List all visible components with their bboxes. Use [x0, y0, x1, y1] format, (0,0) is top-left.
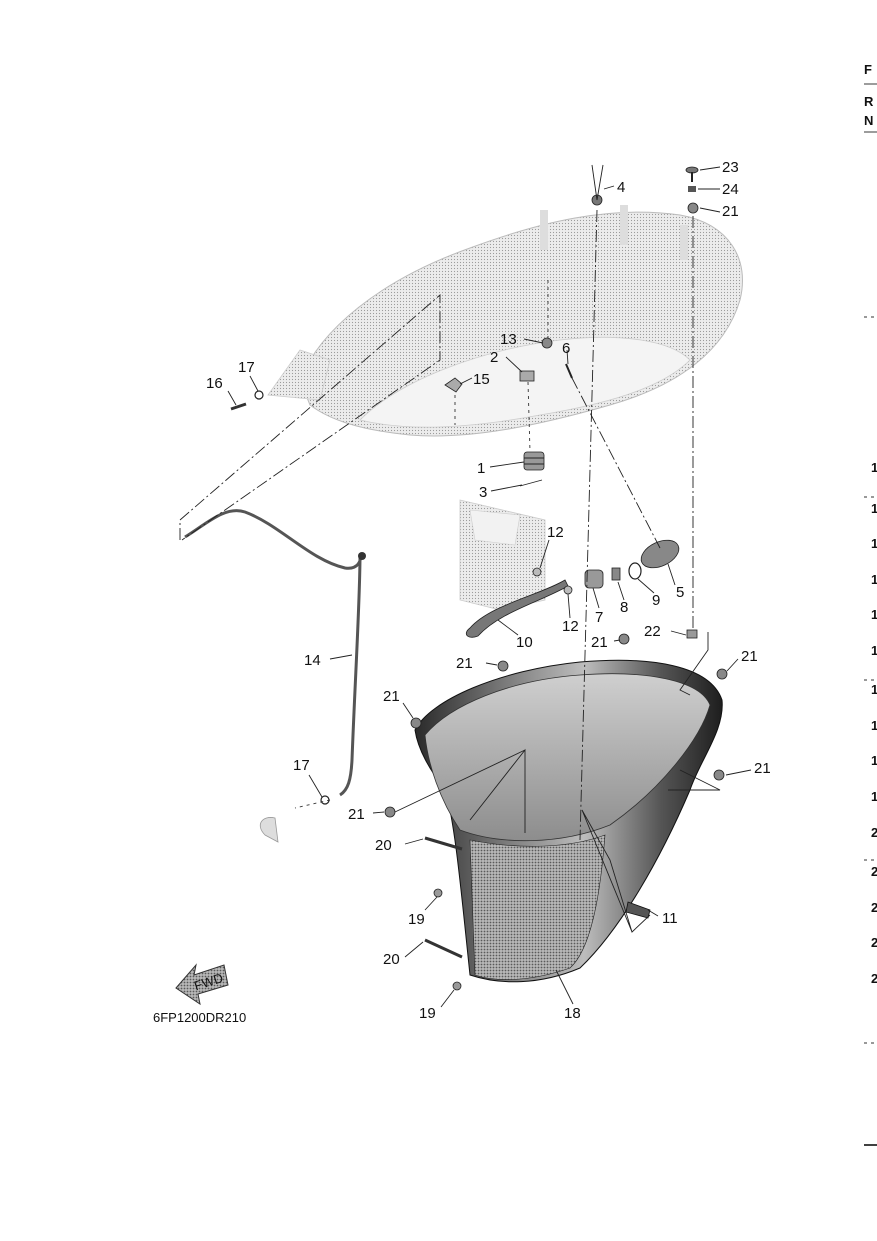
part-pin-16: [230, 402, 247, 411]
edge-row-10: 1: [871, 789, 877, 804]
callout-2: 2: [490, 349, 498, 366]
callout-3: 3: [479, 484, 487, 501]
callout-17a: 17: [238, 359, 255, 376]
part-washers-19: [433, 888, 462, 991]
callout-14: 14: [304, 652, 321, 669]
upper-cowling: [267, 205, 743, 437]
edge-row-11: 2: [871, 825, 877, 840]
part-clip-11: [625, 901, 651, 919]
guide-lines: [179, 164, 721, 933]
edge-header-f: F: [864, 62, 872, 77]
edge-row-1: 1: [871, 460, 877, 475]
part-clamp-12a: [532, 567, 542, 577]
part-clip-17a: [254, 390, 264, 400]
callout-17b: 17: [293, 757, 310, 774]
part-bolt-23: [685, 166, 699, 182]
edge-row-13: 2: [871, 900, 877, 915]
callout-9: 9: [652, 592, 660, 609]
part-bolts-20: [424, 836, 463, 959]
callout-6: 6: [562, 340, 570, 357]
callout-21b: 21: [591, 634, 608, 651]
callout-12b: 12: [562, 618, 579, 635]
part-nuts-21: [384, 202, 728, 818]
callout-15: 15: [473, 371, 490, 388]
callout-11: 11: [662, 910, 678, 927]
part-hose-joint-15: [444, 377, 463, 393]
callout-21f: 21: [754, 760, 771, 777]
edge-row-15: 2: [871, 971, 877, 986]
edge-header-r: R: [864, 94, 874, 109]
right-edge-table: F R N 1 1 1 1 1 1 1 1 1 1 2 2 2 2 2: [864, 62, 877, 1146]
edge-header-n: N: [864, 113, 873, 128]
callout-19b: 19: [419, 1005, 436, 1022]
part-cap-5: [640, 539, 680, 569]
callout-24: 24: [722, 181, 739, 198]
edge-row-9: 1: [871, 753, 877, 768]
part-grommet-1: [523, 451, 545, 471]
edge-row-14: 2: [871, 935, 877, 950]
callout-4: 4: [617, 179, 625, 196]
callout-12a: 12: [547, 524, 564, 541]
part-band-10: [465, 579, 569, 638]
part-holder-2: [519, 370, 535, 382]
callout-10: 10: [516, 634, 533, 651]
callout-1: 1: [477, 460, 485, 477]
callout-21g: 21: [348, 806, 365, 823]
callout-21c: 21: [456, 655, 473, 672]
part-tie-3: [519, 479, 543, 487]
callout-labels: 1 2 3 4 5 6 7 8 9 10 11 12 12 13 14 15 1…: [206, 159, 771, 1022]
part-screw-6: [565, 363, 573, 379]
callout-22: 22: [644, 623, 661, 640]
callout-19a: 19: [408, 911, 425, 928]
callout-5: 5: [676, 584, 684, 601]
edge-row-8: 1: [871, 718, 877, 733]
edge-row-4: 1: [871, 572, 877, 587]
leader-lines: [227, 166, 752, 1008]
part-clip-17b: [259, 795, 330, 843]
callout-20b: 20: [383, 951, 400, 968]
figure-code: 6FP1200DR210: [153, 1010, 246, 1025]
callout-7: 7: [595, 609, 603, 626]
callout-23: 23: [722, 159, 739, 176]
edge-row-6: 1: [871, 643, 877, 658]
part-hose-14: [184, 509, 366, 797]
edge-row-7: 1: [871, 682, 877, 697]
part-washer-9: [628, 562, 642, 580]
callout-21a: 21: [722, 203, 739, 220]
callout-21d: 21: [741, 648, 758, 665]
part-nut-7: [584, 569, 604, 589]
part-nut-13: [541, 337, 553, 349]
callout-16: 16: [206, 375, 223, 392]
callout-18: 18: [564, 1005, 581, 1022]
callout-8: 8: [620, 599, 628, 616]
part-bolt-8: [611, 567, 621, 581]
callout-13: 13: [500, 331, 517, 348]
callout-20a: 20: [375, 837, 392, 854]
edge-row-2: 1: [871, 501, 877, 516]
part-collar-24: [688, 186, 696, 192]
part-clip-22: [686, 629, 698, 639]
inner-panel: [459, 499, 546, 611]
edge-row-5: 1: [871, 607, 877, 622]
edge-row-12: 2: [871, 864, 877, 879]
fwd-arrow-icon: FWD: [175, 963, 229, 1006]
edge-row-3: 1: [871, 536, 877, 551]
lower-apron: [414, 659, 723, 983]
callout-21e: 21: [383, 688, 400, 705]
part-clamp-12b: [563, 585, 573, 595]
